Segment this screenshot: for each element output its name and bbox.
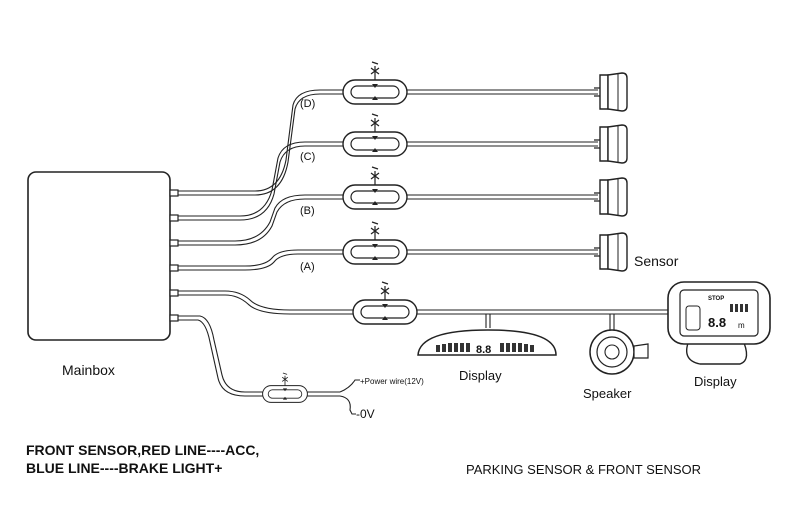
channel-label-c: (C) <box>300 151 315 163</box>
lcd-display: STOP 8.8 m <box>667 281 771 365</box>
connectors <box>262 61 418 403</box>
sensor-b <box>593 177 628 217</box>
diagram-caption: PARKING SENSOR & FRONT SENSOR <box>466 462 701 477</box>
bar-display: 8.8 <box>417 329 557 356</box>
sensors <box>593 72 628 272</box>
lcd-unit: m <box>738 321 745 330</box>
channel-label-b: (B) <box>300 205 315 217</box>
speaker <box>589 329 649 375</box>
sensor-a <box>593 232 628 272</box>
sensor-c <box>593 124 628 164</box>
power-wires <box>339 379 360 415</box>
lcd-readout: 8.8 <box>708 315 726 330</box>
bar-display-label: Display <box>459 368 502 383</box>
mainbox-label: Mainbox <box>62 362 115 378</box>
accessory-cables <box>485 314 615 330</box>
speaker-label: Speaker <box>583 386 632 401</box>
mainbox <box>27 171 179 341</box>
lcd-display-label: Display <box>694 374 737 389</box>
channel-label-d: (D) <box>300 98 315 110</box>
sensor-label: Sensor <box>634 253 679 269</box>
channel-label-a: (A) <box>300 261 315 273</box>
lcd-stop-text: STOP <box>708 296 724 302</box>
notes-line-1: FRONT SENSOR,RED LINE----ACC, <box>26 442 259 458</box>
sensor-cables <box>178 89 670 397</box>
sensor-d <box>593 72 628 112</box>
notes-line-2: BLUE LINE----BRAKE LIGHT+ <box>26 460 222 476</box>
bar-display-readout: 8.8 <box>476 344 491 356</box>
power-positive-label: +Power wire(12V) <box>360 377 424 386</box>
power-negative-label: -0V <box>356 407 375 421</box>
